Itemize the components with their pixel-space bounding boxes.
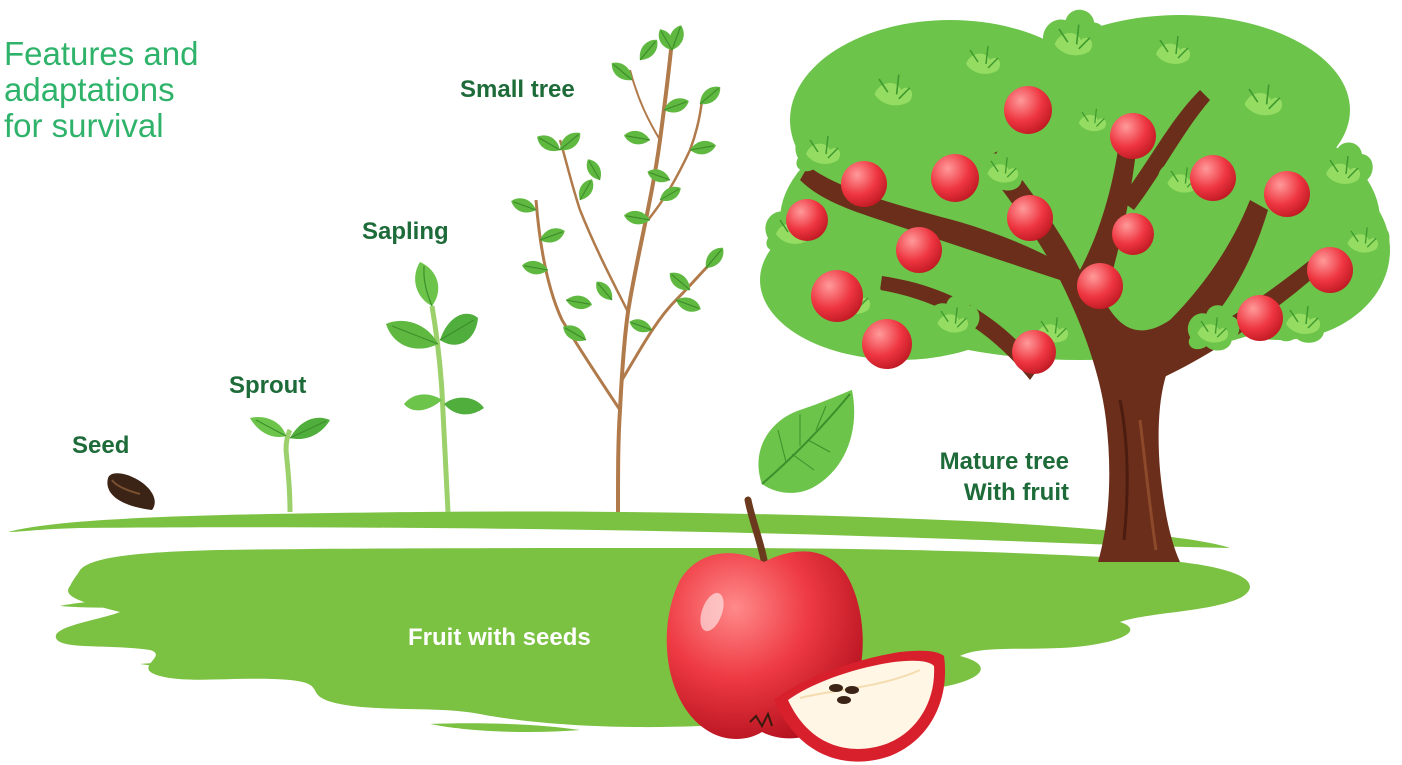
sapling-label: Sapling bbox=[362, 216, 449, 247]
mature-tree-line: Mature tree bbox=[940, 446, 1069, 477]
sapling-icon bbox=[386, 262, 484, 512]
page-title: Features and adaptations for survival bbox=[4, 36, 264, 144]
title-line: adaptations bbox=[4, 72, 264, 108]
title-line: for survival bbox=[4, 108, 264, 144]
title-line: Features and bbox=[4, 36, 264, 72]
seed-icon bbox=[107, 473, 154, 510]
ground bbox=[8, 511, 1250, 732]
seed-label: Seed bbox=[72, 430, 129, 461]
leaf-icon bbox=[758, 390, 854, 493]
sprout-label: Sprout bbox=[229, 370, 306, 401]
mature-tree-label: Mature tree With fruit bbox=[940, 446, 1069, 508]
small-tree-label: Small tree bbox=[460, 74, 575, 105]
mature-tree-line: With fruit bbox=[940, 477, 1069, 508]
mature-tree-icon bbox=[760, 10, 1390, 562]
fruit-label: Fruit with seeds bbox=[408, 622, 591, 653]
sprout-icon bbox=[250, 417, 330, 512]
